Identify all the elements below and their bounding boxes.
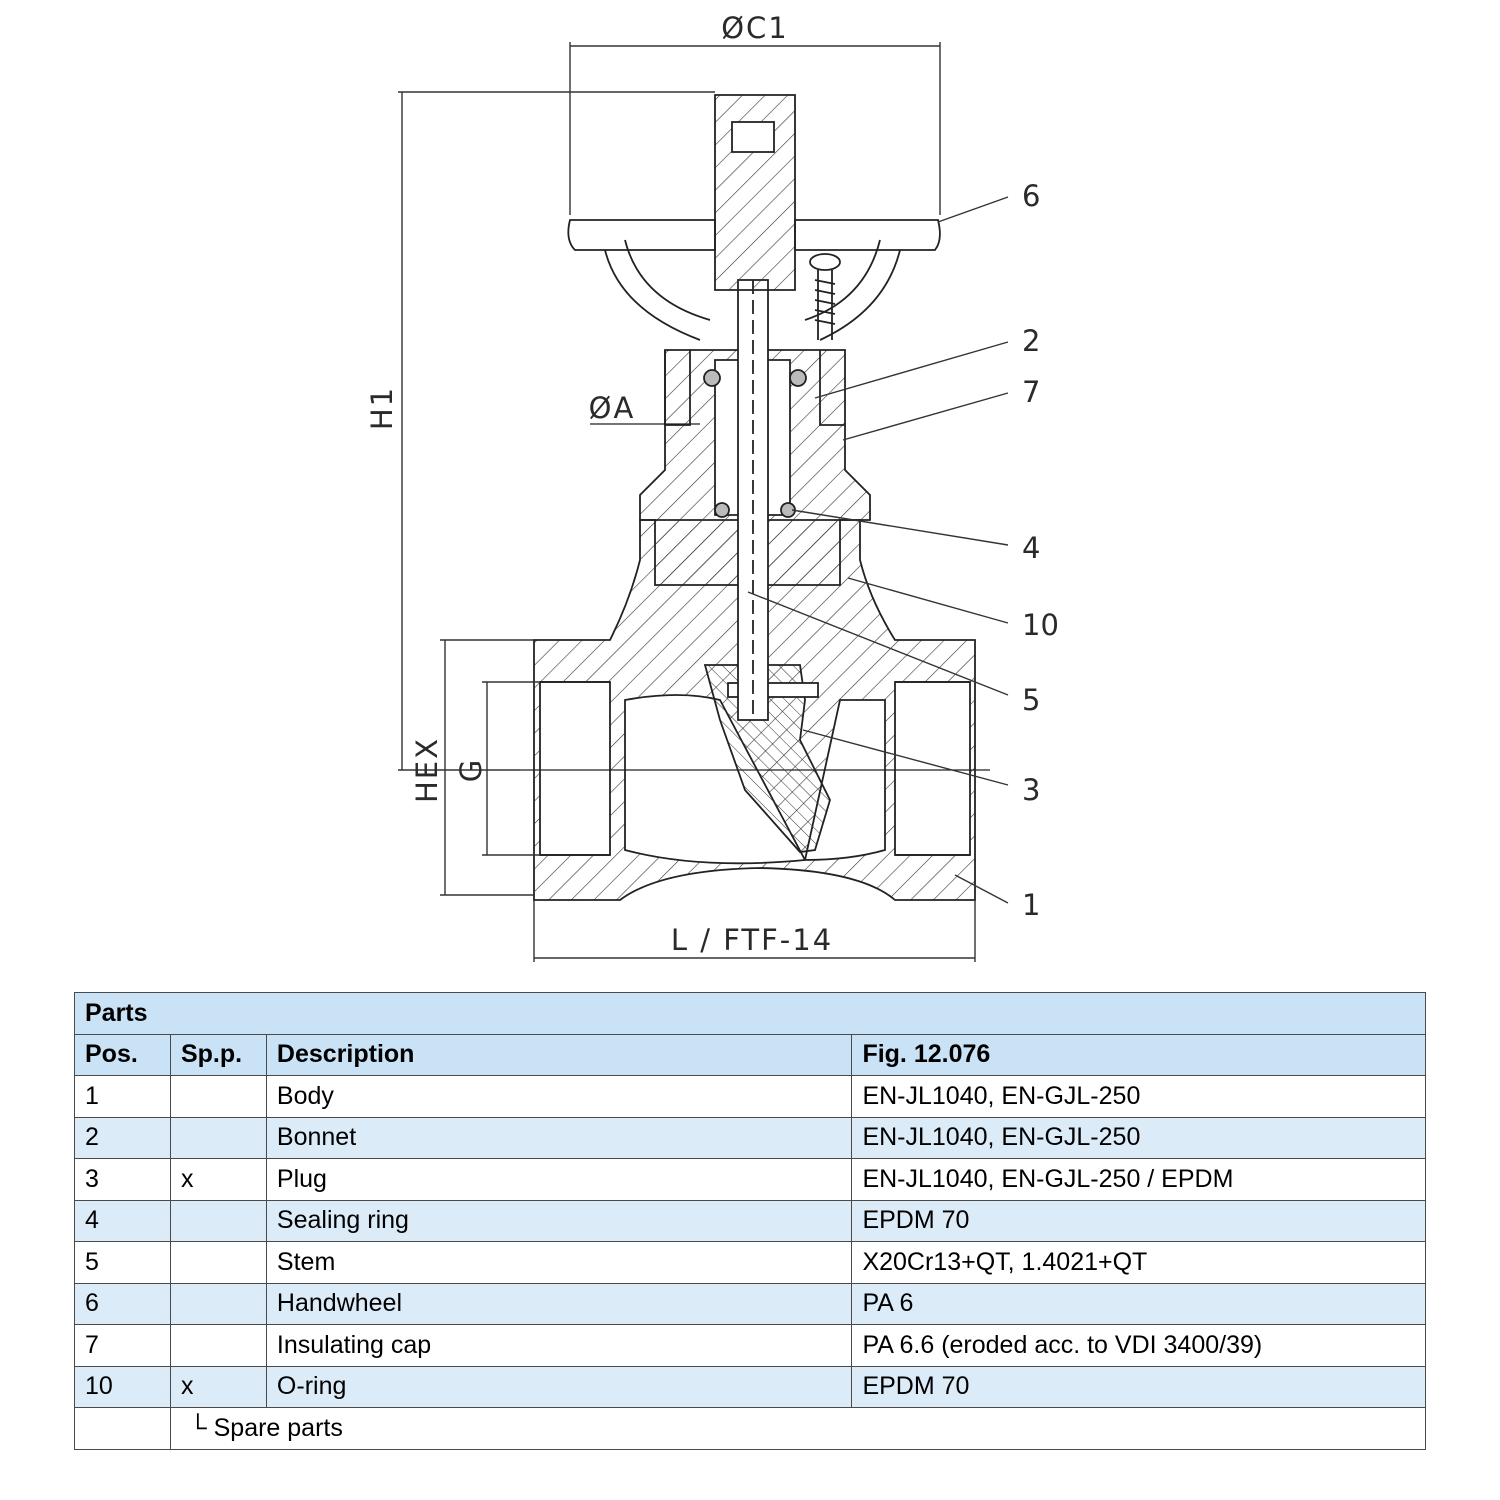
legend-empty-cell [74,1407,171,1450]
cell-spare [169,1324,267,1367]
cell-pos: 3 [74,1158,171,1201]
callout-5: 5 [1022,683,1040,717]
column-header-description: Description [265,1033,853,1076]
cell-pos: 7 [74,1324,171,1367]
cell-description: Handwheel [265,1282,853,1325]
cell-spare [169,1241,267,1284]
column-header-material: Fig. 12.076 [851,1033,1426,1076]
column-header-spare: Sp.p. [169,1033,267,1076]
dimension-a-label: ØA [589,391,636,425]
column-header-pos: Pos. [74,1033,171,1076]
table-row: 4 Sealing ring EPDM 70 [74,1199,1426,1242]
callout-6: 6 [1022,179,1040,213]
cell-pos: 1 [74,1075,171,1118]
cell-spare: x [169,1158,267,1201]
cell-spare: x [169,1365,267,1408]
table-row: 3 x Plug EN-JL1040, EN-GJL-250 / EPDM [74,1158,1426,1201]
callout-4: 4 [1022,531,1040,565]
cell-material: PA 6.6 (eroded acc. to VDI 3400/39) [851,1324,1426,1367]
callout-7: 7 [1022,375,1040,409]
leader-lines [747,196,1009,904]
table-row: 2 Bonnet EN-JL1040, EN-GJL-250 [74,1116,1426,1159]
valve-section-drawing: ØC1 H1 ØA HEX G L / FTF-14 6 2 7 4 10 5 … [365,11,1059,962]
dimension-lines [398,42,976,962]
spare-parts-legend: └ Spare parts [169,1407,1427,1450]
cell-spare [169,1075,267,1118]
callout-1: 1 [1022,888,1040,922]
handwheel [567,219,941,341]
insulating-cap [664,350,845,426]
callout-10: 10 [1022,608,1059,642]
table-row: 5 Stem X20Cr13+QT, 1.4021+QT [74,1241,1426,1284]
cell-material: EN-JL1040, EN-GJL-250 / EPDM [851,1158,1426,1201]
cell-material: PA 6 [851,1282,1426,1325]
table-row: 1 Body EN-JL1040, EN-GJL-250 [74,1075,1426,1118]
callout-2: 2 [1022,324,1040,358]
callout-3: 3 [1022,773,1040,807]
cell-material: EN-JL1040, EN-GJL-250 [851,1116,1426,1159]
cell-material: EN-JL1040, EN-GJL-250 [851,1075,1426,1118]
handwheel-screw [809,253,841,340]
cell-description: Insulating cap [265,1324,853,1367]
legend-row: └ Spare parts [74,1407,1427,1450]
cell-pos: 10 [74,1365,171,1408]
cell-description: Bonnet [265,1116,853,1159]
dimension-c1-label: ØC1 [721,11,789,45]
cell-description: Body [265,1075,853,1118]
cell-material: EPDM 70 [851,1365,1426,1408]
dimension-h1-label: H1 [365,386,399,430]
cell-material: X20Cr13+QT, 1.4021+QT [851,1241,1426,1284]
table-row: 7 Insulating cap PA 6.6 (eroded acc. to … [74,1324,1426,1367]
o-ring [703,369,721,387]
cell-spare [169,1116,267,1159]
dimension-hex-label: HEX [410,737,444,803]
parts-table: Parts Pos. Sp.p. Description Fig. 12.076… [74,992,1427,1450]
cell-pos: 6 [74,1282,171,1325]
cell-spare [169,1199,267,1242]
cell-pos: 2 [74,1116,171,1159]
cell-description: Plug [265,1158,853,1201]
cell-description: Stem [265,1241,853,1284]
table-row: 6 Handwheel PA 6 [74,1282,1426,1325]
cell-material: EPDM 70 [851,1199,1426,1242]
cell-description: O-ring [265,1365,853,1408]
table-row: 10 x O-ring EPDM 70 [74,1365,1426,1408]
cell-pos: 5 [74,1241,171,1284]
parts-table-title: Parts [74,992,1426,1035]
dimension-l-label: L / FTF-14 [671,923,833,957]
valve-outline [520,94,990,901]
dimension-g-label: G [454,758,488,782]
cell-pos: 4 [74,1199,171,1242]
sealing-ring [714,502,730,518]
cell-description: Sealing ring [265,1199,853,1242]
cell-spare [169,1282,267,1325]
